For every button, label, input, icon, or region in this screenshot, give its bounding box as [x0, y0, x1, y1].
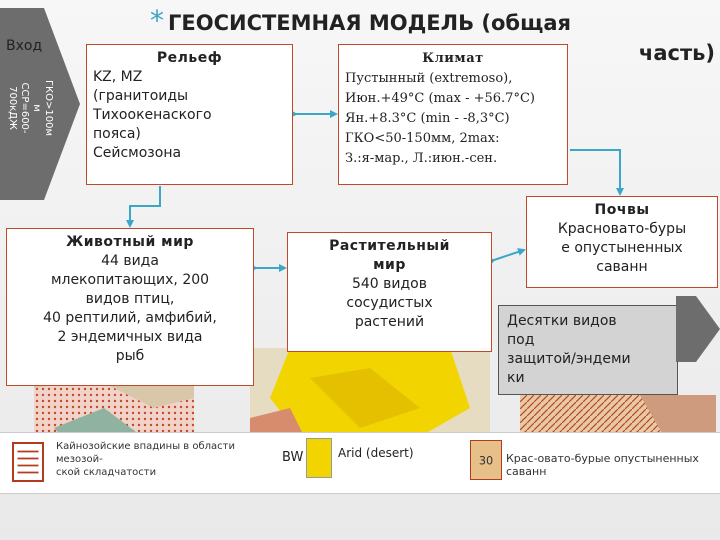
- relief-box: Рельеф KZ, MZ (гранитоиды Тихоокенаского…: [86, 44, 293, 185]
- input-arrow-line2: м: [31, 104, 42, 112]
- flora-heading-line1: Растительный: [329, 238, 450, 254]
- relief-line5: Сейсмозона: [93, 145, 182, 161]
- input-label: Вход: [6, 38, 43, 54]
- fauna-line5: 2 эндемичных вида: [57, 329, 203, 345]
- relief-line4: пояса): [93, 126, 141, 142]
- fauna-line1: 44 вида: [101, 253, 159, 269]
- title-line2: часть): [638, 41, 715, 65]
- fauna-line3: видов птиц,: [85, 291, 175, 307]
- relief-line1: KZ, MZ: [93, 69, 143, 85]
- fauna-line4: 40 рептилий, амфибий,: [43, 310, 217, 326]
- soils-line3: саванн: [596, 259, 648, 275]
- climate-line3: Ян.+8.3°С (min - -8,3°С): [345, 111, 510, 126]
- climate-line2: Июн.+49°С (max - +56.7°C): [345, 91, 535, 106]
- climate-line4: ГКО<50-150мм, 2max:: [345, 131, 500, 146]
- climate-box: Климат Пустынный (extremoso), Июн.+49°С …: [338, 44, 568, 185]
- protected-line3: защитой/эндеми: [507, 351, 631, 367]
- flora-heading-line2: мир: [373, 257, 406, 273]
- fauna-line2: млекопитающих, 200: [50, 272, 210, 288]
- flora-line1: 540 видов: [351, 276, 428, 292]
- legend-swatch-soils: 30: [470, 440, 502, 480]
- map-legend-strip: [0, 432, 720, 494]
- input-arrow-line3: ССР=600-: [19, 82, 30, 134]
- climate-line5: З.:я-мар., Л.:июн.-сен.: [345, 151, 498, 166]
- fauna-line6: рыб: [115, 348, 145, 364]
- climate-line1: Пустынный (extremoso),: [345, 71, 513, 86]
- connector-climate-soils: [570, 149, 624, 196]
- legend-swatch-desert: [306, 438, 332, 478]
- input-arrow-line1: ГКО>100м: [43, 79, 54, 137]
- input-arrow-text: ГКО>100м м ССР=600- 700кДЖ: [0, 52, 60, 164]
- flora-box: Растительный мир 540 видов сосудистых ра…: [287, 232, 492, 352]
- soils-line2: е опустыненных: [561, 240, 683, 256]
- soils-box: Почвы Красновато-буры е опустыненных сав…: [526, 196, 718, 288]
- connector-flora-soils: [487, 248, 526, 266]
- title-line1: ГЕОСИСТЕМНАЯ МОДЕЛЬ (общая: [168, 11, 571, 35]
- slide-title: *ГЕОСИСТЕМНАЯ МОДЕЛЬ (общая часть): [150, 6, 715, 76]
- legend-label-basins-line2: ской складчатости: [56, 467, 157, 478]
- legend-label-desert: Arid (desert): [338, 446, 414, 460]
- protected-species-box: Десятки видов под защитой/эндеми ки: [498, 305, 678, 395]
- relief-line2: (гранитоиды: [93, 88, 189, 104]
- legend-label-soils: Крас-овато-бурые опустыненных саванн: [506, 452, 699, 478]
- connector-relief-fauna: [126, 186, 161, 228]
- climate-heading: Климат: [422, 51, 484, 66]
- protected-line4: ки: [507, 370, 525, 386]
- output-arrow-shape: [676, 296, 720, 362]
- soils-heading: Почвы: [594, 202, 650, 218]
- relief-line3: Тихоокенаского: [93, 107, 212, 123]
- protected-line2: под: [507, 332, 535, 348]
- flora-line2: сосудистых: [346, 295, 433, 311]
- title-bullet-icon: *: [150, 4, 164, 37]
- legend-code-soils: 30: [479, 455, 493, 468]
- legend-swatch-basins: [12, 442, 44, 482]
- fauna-heading: Животный мир: [66, 234, 194, 250]
- protected-line1: Десятки видов: [507, 313, 617, 329]
- input-arrow-shape: [0, 8, 80, 200]
- input-arrow-line4: 700кДЖ: [7, 86, 18, 130]
- legend-label-basins: Кайнозойские впадины в области мезозой- …: [56, 440, 246, 484]
- relief-heading: Рельеф: [156, 50, 223, 66]
- fauna-box: Животный мир 44 вида млекопитающих, 200 …: [6, 228, 254, 386]
- soils-line1: Красновато-буры: [557, 221, 687, 237]
- legend-code-desert: BW: [282, 450, 304, 465]
- legend-label-basins-line1: Кайнозойские впадины в области мезозой-: [56, 441, 235, 465]
- flora-line3: растений: [354, 314, 425, 330]
